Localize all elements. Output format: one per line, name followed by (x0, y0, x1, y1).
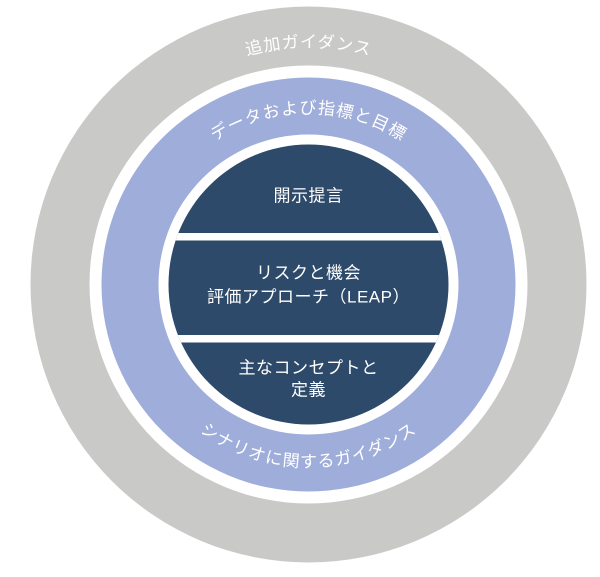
segment-middle-label-line2: 評価アプローチ（LEAP） (207, 288, 410, 307)
segment-divider-top (168, 233, 449, 241)
segment-bottom-label-line2: 定義 (291, 381, 326, 400)
segment-middle-label-line1: リスクと機会 (256, 264, 361, 283)
inner-circle (168, 144, 449, 425)
segment-divider-bottom (168, 335, 449, 343)
segment-bottom-label-line1: 主なコンセプトと (239, 359, 379, 378)
segment-top-label: 開示提言 (274, 187, 344, 206)
